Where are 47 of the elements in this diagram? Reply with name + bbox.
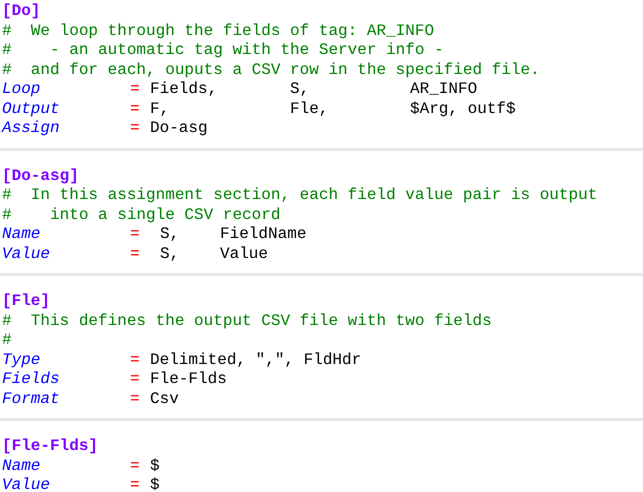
setting-value: Delimited, ",", FldHdr xyxy=(150,350,362,370)
setting-value: Fields, xyxy=(150,80,218,100)
setting-value: Value xyxy=(220,244,268,264)
equals-sign: = xyxy=(130,390,140,409)
equals-sign: = xyxy=(130,476,140,492)
setting-key: Name xyxy=(2,225,40,244)
setting-value: S, xyxy=(160,225,180,244)
code-comment: # In this assignment section, each field value pair is output xyxy=(2,186,598,206)
equals-sign: = xyxy=(130,244,140,264)
setting-key: Loop xyxy=(2,80,40,100)
equals-sign: = xyxy=(130,225,140,244)
setting-key: Value xyxy=(2,476,50,492)
code-comment: # - an automatic tag with the Server info - xyxy=(2,41,444,60)
setting-key: Value xyxy=(2,244,50,264)
equals-sign: = xyxy=(130,456,140,476)
code-comment: # and for each, ouputs a CSV row in the specified file. xyxy=(2,60,540,80)
setting-key: Output xyxy=(2,100,60,119)
equals-sign: = xyxy=(130,119,140,138)
setting-value: $ xyxy=(150,476,160,492)
code-comment: # This defines the output CSV file with two fields xyxy=(2,312,492,331)
section-header: [Do] xyxy=(2,2,40,22)
setting-value: FieldName xyxy=(220,225,306,244)
setting-value: AR_INFO xyxy=(410,80,478,100)
setting-key: Name xyxy=(2,456,40,476)
code-comment: # We loop through the fields of tag: AR_INFO xyxy=(2,22,434,41)
setting-value: $ xyxy=(150,456,160,476)
equals-sign: = xyxy=(130,370,140,390)
equals-sign: = xyxy=(130,80,140,100)
setting-value: Fle-Flds xyxy=(150,370,227,390)
setting-value: S, xyxy=(290,80,310,100)
code-comment: # xyxy=(2,331,12,350)
setting-value: $Arg, outf$ xyxy=(410,100,516,119)
setting-value: Fle, xyxy=(290,100,328,119)
setting-key: Fields xyxy=(2,370,60,390)
setting-key: Type xyxy=(2,350,40,370)
setting-value: F, xyxy=(150,100,170,119)
code-comment: # into a single CSV record xyxy=(2,206,280,225)
setting-value: S, xyxy=(160,244,180,264)
setting-value: Do-asg xyxy=(150,119,208,138)
section-header: [Fle] xyxy=(2,292,50,312)
setting-key: Format xyxy=(2,390,60,409)
equals-sign: = xyxy=(130,100,140,119)
setting-value: Csv xyxy=(150,390,179,409)
setting-key: Assign xyxy=(2,119,60,138)
section-header: [Do-asg] xyxy=(2,166,79,186)
equals-sign: = xyxy=(130,350,140,370)
section-header: [Fle-Flds] xyxy=(2,437,98,456)
